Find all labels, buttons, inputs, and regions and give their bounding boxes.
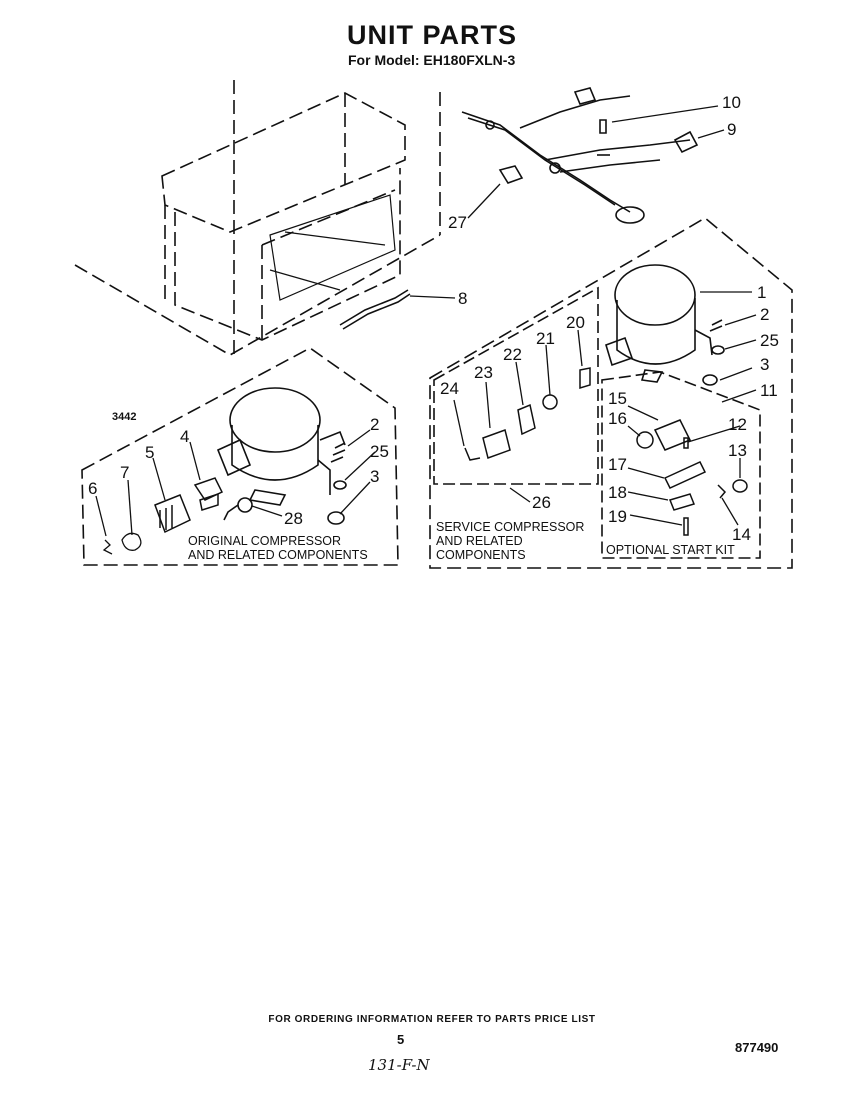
callout-15: 15 — [608, 389, 627, 408]
callout-21: 21 — [536, 329, 555, 348]
clip-6 — [102, 539, 113, 555]
leader-lines — [95, 105, 757, 537]
model-number: For Model: EH180FXLN-3 — [348, 52, 516, 68]
callout-7: 7 — [120, 463, 129, 482]
callout-14: 14 — [732, 525, 751, 544]
callout-10: 10 — [722, 93, 741, 112]
screw-10 — [597, 119, 610, 156]
callout-17: 17 — [608, 455, 627, 474]
ordering-note: FOR ORDERING INFORMATION REFER TO PARTS … — [268, 1014, 596, 1025]
callout-9: 9 — [727, 120, 736, 139]
callout-16: 16 — [608, 409, 627, 428]
start-kit-box — [601, 371, 761, 559]
callout-18: 18 — [608, 483, 627, 502]
caption-original-1: ORIGINAL COMPRESSOR — [188, 534, 341, 548]
original-compressor — [216, 387, 346, 506]
callout-27: 27 — [448, 213, 467, 232]
callout-4: 4 — [180, 427, 189, 446]
captions: ORIGINAL COMPRESSOR AND RELATED COMPONEN… — [188, 520, 735, 562]
service-compressor — [605, 264, 713, 383]
service-mount-hardware — [702, 319, 725, 386]
callout-6: 6 — [88, 479, 97, 498]
service-compressor-panel — [429, 217, 793, 569]
callout-28: 28 — [284, 509, 303, 528]
callout-19: 19 — [608, 507, 627, 526]
callout-1-service: 1 — [757, 283, 766, 302]
wiring-harness — [461, 87, 699, 224]
start-kit-parts — [636, 419, 748, 536]
callout-26: 26 — [532, 493, 551, 512]
callout-24: 24 — [440, 379, 459, 398]
callout-12: 12 — [728, 415, 747, 434]
page-title: UNIT PARTS — [347, 20, 517, 50]
caption-start-kit: OPTIONAL START KIT — [606, 543, 735, 557]
callout-5: 5 — [145, 443, 154, 462]
callout-numbers: 10 9 27 8 1 2 25 3 11 20 21 22 23 24 26 … — [88, 93, 779, 544]
grommet-28 — [223, 497, 253, 521]
cover-7 — [121, 532, 142, 551]
callout-25-original: 25 — [370, 442, 389, 461]
callout-23: 23 — [474, 363, 493, 382]
cabinet-inner — [269, 194, 396, 301]
callout-13: 13 — [728, 441, 747, 460]
original-mount-hardware — [327, 442, 347, 525]
callout-3-service: 3 — [760, 355, 769, 374]
page-number: 5 — [397, 1032, 405, 1047]
callout-2-service: 2 — [760, 305, 769, 324]
clip-27 — [498, 165, 524, 184]
callout-2-original: 2 — [370, 415, 379, 434]
original-compressor-panel — [81, 347, 399, 566]
callout-3-original: 3 — [370, 467, 379, 486]
callout-8: 8 — [458, 289, 467, 308]
caption-original-2: AND RELATED COMPONENTS — [188, 548, 368, 562]
callout-20: 20 — [566, 313, 585, 332]
document-code: 877490 — [735, 1040, 779, 1055]
relay-4 — [193, 477, 224, 511]
callout-22: 22 — [503, 345, 522, 364]
service-kit-box — [433, 286, 599, 485]
cabinet-outline — [74, 80, 441, 356]
callout-25-service: 25 — [760, 331, 779, 350]
caption-service-3: COMPONENTS — [436, 548, 526, 562]
figure-number: 3442 — [112, 411, 136, 423]
caption-service-1: SERVICE COMPRESSOR — [436, 520, 584, 534]
handwritten-note: 131-F-N — [368, 1056, 430, 1074]
overload-5 — [154, 494, 191, 534]
service-kit-parts — [464, 367, 591, 461]
capillary-tube-8 — [339, 289, 411, 330]
callout-11: 11 — [760, 381, 778, 400]
caption-service-2: AND RELATED — [436, 534, 523, 548]
